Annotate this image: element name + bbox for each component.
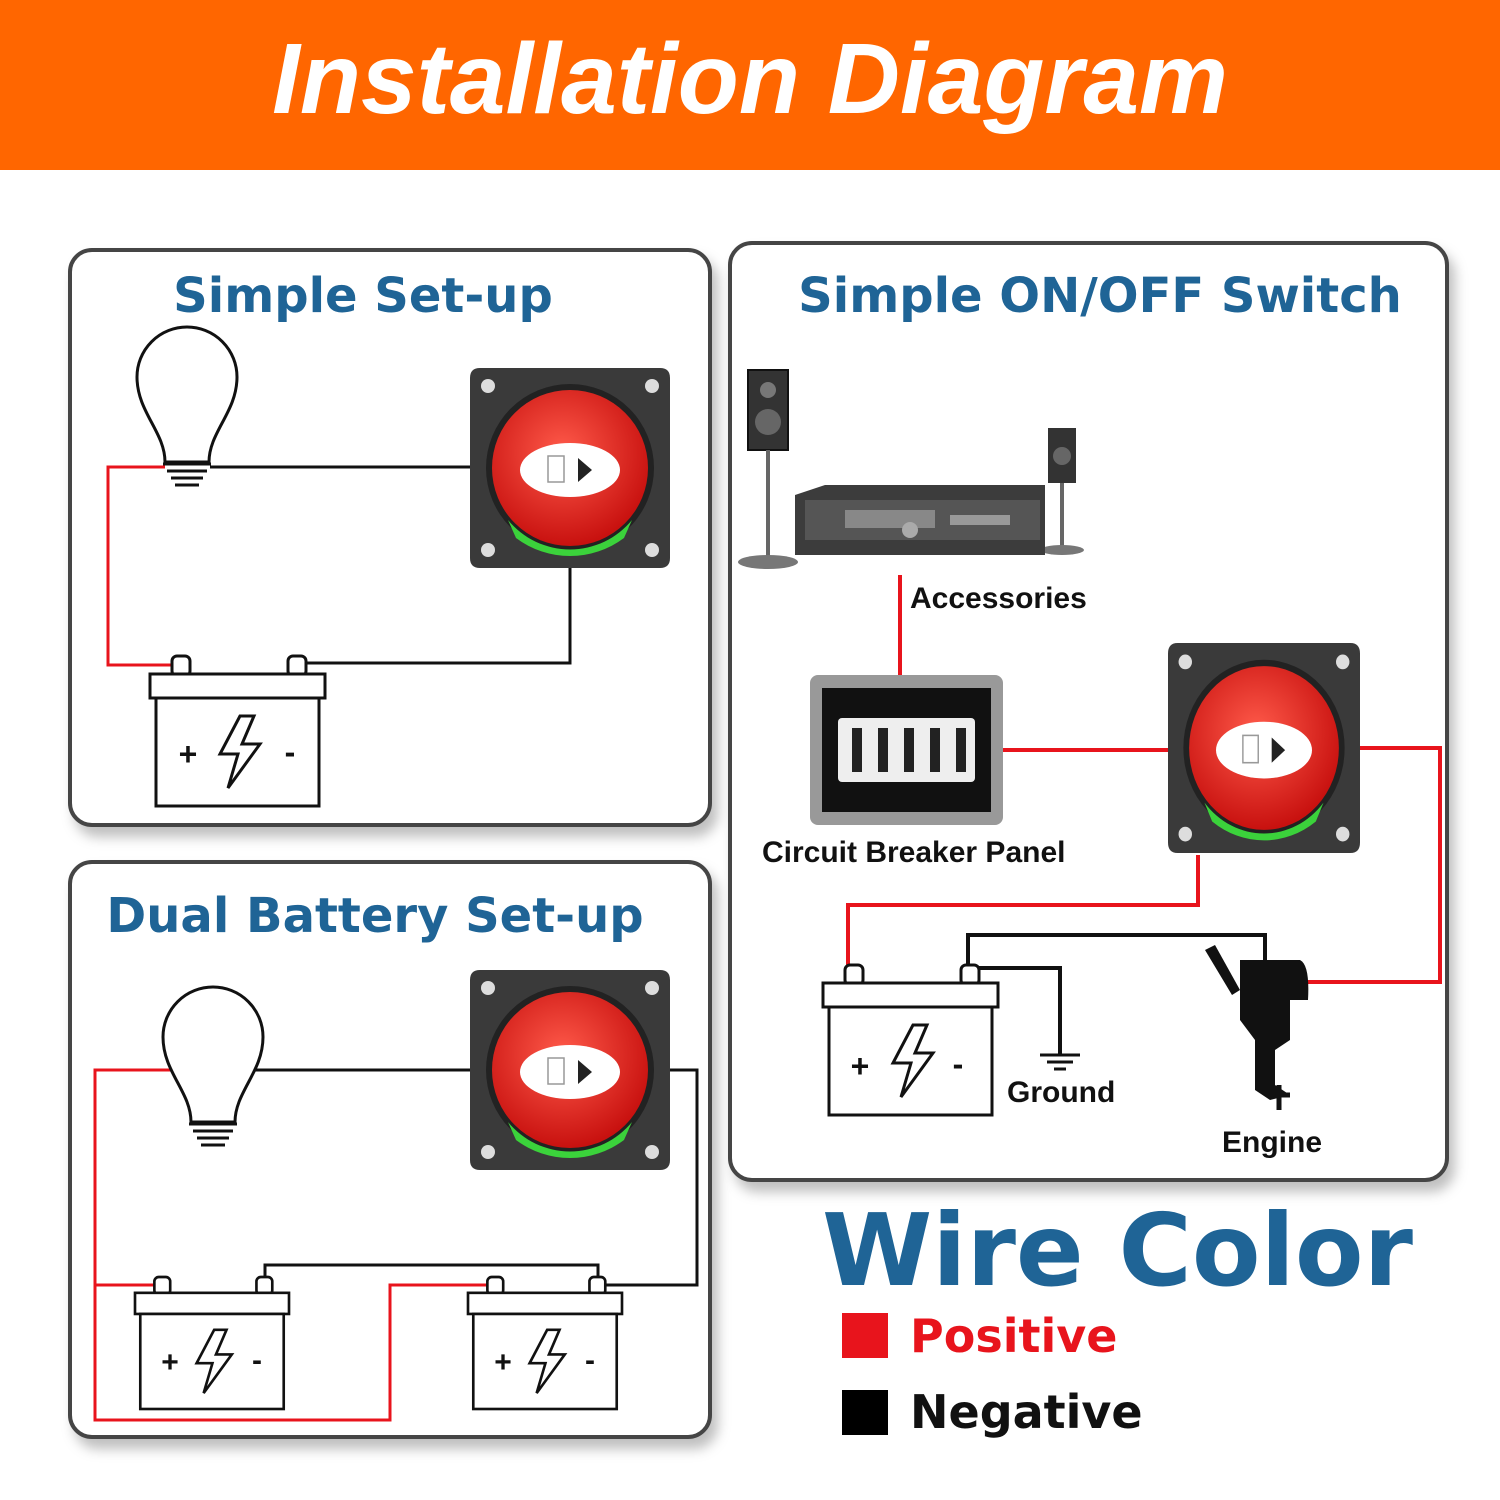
battery-plus: + [851,1048,870,1084]
legend-title: Wire Color [822,1192,1414,1309]
circuit-breaker-panel-icon [810,675,1003,825]
negative-wire [236,1068,699,1287]
battery-switch-icon [469,969,671,1171]
battery-minus: - [285,734,296,770]
positive-wire [846,575,1442,984]
negative-wire [966,933,1267,1055]
positive-wire [93,1068,492,1422]
engine-label: Engine [1222,1126,1322,1159]
ground-label: Ground [1007,1076,1115,1109]
breaker-label: Circuit Breaker Panel [762,836,1065,869]
header-title: Installation Diagram [272,23,1228,135]
panel-title: Dual Battery Set-up [106,888,643,944]
battery-icon [148,654,327,808]
negative-swatch [842,1390,888,1435]
ground-icon [1040,1053,1080,1071]
wire-color-legend: Wire Color Positive Negative [822,1192,1414,1439]
accessories-label: Accessories [910,582,1087,615]
negative-label: Negative [910,1385,1143,1439]
battery-plus: + [179,736,198,772]
battery-plus: + [161,1346,179,1379]
positive-wire [106,465,172,667]
battery-icon [821,963,1000,1117]
panel-title: Simple Set-up [173,268,553,324]
negative-wire [210,465,572,665]
battery-switch-icon [1167,642,1361,854]
battery-plus: + [494,1346,512,1379]
battery-minus: - [585,1344,595,1377]
header-banner [0,0,1500,170]
panel-dual-battery: Dual Battery Set-up + - + - [68,860,712,1439]
battery-icon [133,1275,291,1411]
panel-title: Simple ON/OFF Switch [798,268,1402,324]
battery-switch-icon [469,367,671,569]
outboard-engine-icon [1205,945,1309,1110]
positive-swatch [842,1313,888,1358]
battery-minus: - [953,1046,964,1082]
battery-icon [466,1275,624,1411]
battery-minus: - [252,1344,262,1377]
positive-label: Positive [910,1309,1117,1363]
panel-simple-setup: Simple Set-up + - [68,248,712,827]
panel-on-off-switch: Simple ON/OFF Switch Accessories [728,241,1449,1182]
panel-frame [728,241,1449,1182]
stereo-accessories-icon [738,369,1084,569]
